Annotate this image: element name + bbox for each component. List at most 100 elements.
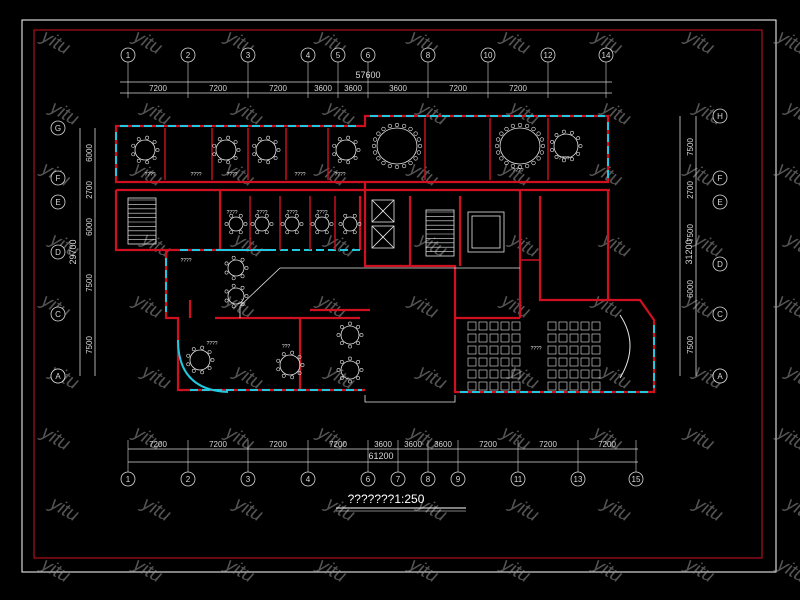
bottom-axis-bubble: 13 <box>570 471 586 487</box>
inner-frame <box>33 29 763 559</box>
round-table <box>336 321 364 349</box>
room-label: ???? <box>226 172 237 178</box>
round-table <box>224 213 248 235</box>
hall-seat <box>569 333 579 343</box>
room-label: ???? <box>558 156 569 162</box>
watermark-text: yitu <box>780 360 800 394</box>
dimension-label: 7200 <box>269 84 287 93</box>
bottom-axis-bubble: 1 <box>120 471 136 487</box>
east-lobby-arc <box>619 314 631 379</box>
watermark-text: yitu <box>588 157 626 191</box>
watermark-text: yitu <box>680 421 718 455</box>
axis-bubble-label: E <box>717 198 722 207</box>
axis-bubble-label: 1 <box>126 475 131 484</box>
top-axis-grid <box>120 81 612 94</box>
dimension-label: 3600 <box>389 84 407 93</box>
dimension-label: 7200 <box>509 84 527 93</box>
dimension-label: 3600 <box>404 440 422 449</box>
hall-seat <box>547 369 557 379</box>
axis-bubble-label: E <box>55 198 60 207</box>
axis-bubble-label: 15 <box>632 475 641 484</box>
left-axis-bubble: F <box>50 170 66 186</box>
round-table <box>186 345 215 375</box>
dimension-label: 7200 <box>598 440 616 449</box>
left-axis-bubble: E <box>50 194 66 210</box>
hall-seat <box>591 321 601 331</box>
room-label: ???? <box>530 346 541 352</box>
watermark-text: yitu <box>136 360 174 394</box>
room-label: ??? <box>282 344 291 350</box>
bottom-axis-bubble: 2 <box>180 471 196 487</box>
watermark-text: yitu <box>136 228 174 262</box>
axis-bubble-label: 13 <box>574 475 583 484</box>
axis-bubble-label: 7 <box>396 475 401 484</box>
north-partitions <box>164 118 549 261</box>
hall-seat <box>500 345 510 355</box>
axis-bubble-label: 6 <box>366 51 371 60</box>
hall-seat <box>580 381 590 391</box>
building-walls <box>114 114 656 394</box>
axis-bubble-label: 9 <box>456 475 461 484</box>
watermark-text: yitu <box>780 96 800 130</box>
watermark-text: yitu <box>412 228 450 262</box>
axis-bubble-label: D <box>717 260 723 269</box>
watermark-text: yitu <box>320 228 358 262</box>
dimension-label: 7500 <box>85 274 94 292</box>
axis-bubble-circle <box>50 368 66 384</box>
top-axis-bubble: 14 <box>598 47 614 63</box>
hall-seat <box>500 333 510 343</box>
bottom-axis-bubble: 3 <box>240 471 256 487</box>
hall-seat <box>511 333 521 343</box>
axis-bubble-label: 6 <box>366 475 371 484</box>
round-table <box>276 350 305 380</box>
hall-seat <box>489 321 499 331</box>
watermark-text: yitu <box>504 96 542 130</box>
axis-bubble-circle <box>712 368 728 384</box>
watermark-text: yitu <box>780 228 800 262</box>
curved-facade <box>177 339 229 393</box>
watermark-text: yitu <box>128 421 166 455</box>
hall-seat <box>478 369 488 379</box>
axis-bubble-label: 2 <box>186 51 191 60</box>
top-overall-dimension: 57600 <box>355 70 380 80</box>
watermark-text: yitu <box>504 228 542 262</box>
top-axis-bubble: 6 <box>360 47 376 63</box>
hall-seat <box>478 357 488 367</box>
axis-bubble-circle <box>50 120 66 136</box>
axis-bubble-label: D <box>55 248 61 257</box>
hall-seat <box>558 381 568 391</box>
hall-seat <box>500 357 510 367</box>
right-axis-bubble: D <box>712 256 728 272</box>
top-axis-bubble: 12 <box>540 47 556 63</box>
hall-seat <box>580 321 590 331</box>
room-label: ???? <box>294 172 305 178</box>
watermark-text: yitu <box>596 228 634 262</box>
round-table <box>280 213 304 235</box>
hall-seat <box>467 369 477 379</box>
dimension-label: 7200 <box>209 440 227 449</box>
right-axis-bubbles: HFEDCBA <box>712 108 728 384</box>
hall-seating <box>467 321 601 391</box>
hall-seat <box>489 369 499 379</box>
top-axis-bubble: 10 <box>480 47 496 63</box>
room-label: ???? <box>180 258 191 264</box>
corridor-outline <box>239 267 520 403</box>
bottom-axis-bubble: 15 <box>628 471 644 487</box>
dimension-label: 3600 <box>344 84 362 93</box>
left-axis-bubbles: GFEDCBA <box>50 120 66 384</box>
room-labels: ????????????????????????????????????????… <box>144 156 569 352</box>
hall-seat <box>547 321 557 331</box>
axis-bubble-label: C <box>55 310 61 319</box>
round-table <box>224 255 249 281</box>
room-label: ???? <box>512 168 523 174</box>
round-table <box>212 135 241 165</box>
hall-seat <box>478 321 488 331</box>
watermark-text: yitu <box>596 360 634 394</box>
hall-seat <box>489 357 499 367</box>
hall-seat <box>591 333 601 343</box>
hall-seat <box>511 381 521 391</box>
hall-seat <box>467 333 477 343</box>
